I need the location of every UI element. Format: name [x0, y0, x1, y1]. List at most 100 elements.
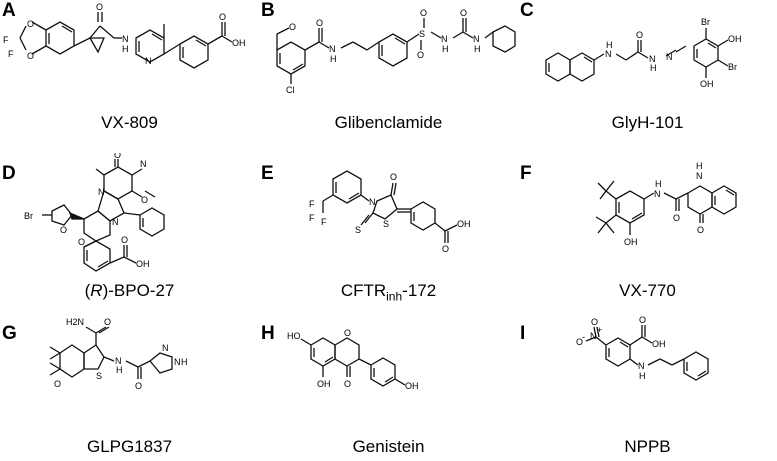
atom-label: O: [442, 244, 449, 254]
atom-label: H: [696, 161, 703, 171]
compound-name: CFTRinh-172: [259, 281, 518, 303]
atom-label: S: [96, 371, 102, 381]
name-prefix: (: [84, 281, 91, 300]
panel-letter: G: [2, 323, 17, 344]
atom-label: O: [420, 8, 427, 18]
atom-label: F: [309, 213, 315, 223]
atom-label: O: [135, 381, 142, 391]
atom-label: O: [316, 18, 323, 28]
atom-label: N: [115, 356, 122, 366]
atom-label: N: [98, 187, 105, 197]
panel-letter: E: [261, 163, 274, 184]
structure-nppb: O N + O - O OH N H: [576, 315, 709, 381]
structure-vx-809: O F F O O N H N O OH: [3, 2, 246, 69]
atom-label: S: [419, 29, 425, 39]
atom-label: H: [330, 54, 337, 64]
atom-label: N: [140, 159, 147, 169]
panel-f: F H N O N H O OH VX-770: [518, 153, 777, 306]
panel-c: C H N O N H N Br OH OH Br GlyH-101: [518, 0, 777, 153]
atom-label: H2N: [66, 317, 84, 327]
name-suffix: -172: [402, 281, 437, 300]
atom-label: O: [390, 172, 397, 182]
atom-label: F: [309, 199, 315, 209]
panel-i: I O N + O - O OH N H NPPB: [518, 307, 777, 460]
atom-label: HO: [287, 331, 301, 341]
atom-label: N: [329, 44, 336, 54]
atom-label: O: [104, 317, 111, 327]
atom-label: F: [321, 217, 327, 227]
atom-label: S: [383, 219, 389, 229]
atom-label: OH: [700, 79, 714, 89]
atom-label: O: [27, 51, 34, 61]
structure-bpo-27: O N N O Br O O N O OH: [24, 153, 165, 272]
name-subscript: inh: [386, 289, 403, 304]
atom-label: O: [344, 379, 351, 389]
atom-label: O: [460, 8, 467, 18]
panel-g: G H2N O O S N H O N N H GLPG1837: [0, 307, 259, 460]
atom-label: OH: [624, 237, 638, 247]
structure-glpg1837: H2N O O S N H O N N H: [49, 317, 188, 391]
atom-label: N: [654, 189, 661, 199]
atom-label: O: [54, 379, 61, 389]
atom-label: O: [60, 225, 67, 235]
structure-glibenclamide: O O N H Cl O O S N H O N H: [276, 8, 516, 95]
atom-label: -: [582, 332, 585, 342]
compound-name: GlyH-101: [611, 113, 684, 132]
panel-h: H HO O OH O OH Genistein: [259, 307, 518, 460]
atom-label: N: [441, 34, 448, 44]
atom-label: F: [3, 35, 9, 45]
atom-label: OH: [652, 339, 666, 349]
atom-label: N: [145, 56, 152, 66]
name-italic: R: [90, 281, 103, 300]
atom-label: H: [116, 365, 123, 375]
atom-label: F: [8, 49, 14, 59]
atom-label: Br: [728, 62, 737, 72]
panel-b: B O O N H Cl O O S N H O N H Glibenclami…: [259, 0, 518, 153]
atom-label: +: [597, 325, 602, 335]
panel-letter: D: [2, 163, 16, 184]
structure-cftrinh-172: F F F N O S S O OH: [309, 170, 471, 254]
atom-label: O: [289, 22, 296, 32]
compound-name: (R)-BPO-27: [0, 281, 259, 301]
compound-name: GLPG1837: [86, 437, 173, 456]
atom-label: H: [442, 44, 449, 54]
atom-label: N: [174, 357, 181, 367]
atom-label: H: [655, 179, 662, 189]
panel-letter: B: [261, 0, 275, 21]
atom-label: O: [114, 153, 121, 160]
atom-label: O: [27, 19, 34, 29]
atom-label: N: [649, 54, 656, 64]
compound-name: Glibenclamide: [334, 113, 443, 132]
atom-label: OH: [405, 381, 419, 391]
atom-label: O: [673, 213, 680, 223]
atom-label: O: [591, 317, 598, 327]
atom-label: OH: [728, 34, 742, 44]
panel-a: A O F F O O N H N O OH VX-809: [0, 0, 259, 153]
atom-label: N: [605, 49, 612, 59]
structure-glyh-101: H N O N H N Br OH OH Br: [545, 17, 742, 89]
compound-name: NPPB: [624, 437, 671, 456]
atom-label: OH: [232, 38, 246, 48]
atom-label: H: [181, 357, 188, 367]
atom-label: H: [650, 63, 657, 73]
atom-label: H: [474, 44, 481, 54]
atom-label: O: [96, 2, 103, 12]
atom-label: Br: [24, 211, 33, 221]
atom-label: O: [78, 237, 85, 247]
atom-label: N: [696, 171, 703, 181]
panel-d: D O N N O Br O O N O OH (R)-BPO-27: [0, 153, 259, 306]
atom-label: N: [162, 343, 169, 353]
atom-label: Cl: [286, 85, 295, 95]
atom-label: S: [355, 225, 361, 235]
atom-label: O: [121, 235, 128, 245]
atom-label: O: [417, 50, 424, 60]
name-main: CFTR: [340, 281, 387, 300]
compound-name: VX-809: [101, 113, 158, 132]
panel-e: E F F F N O S S O OH CFTRinh-172: [259, 153, 518, 306]
atom-label: N: [369, 197, 376, 207]
panel-letter: H: [261, 323, 275, 344]
compound-name: Genistein: [352, 437, 425, 456]
atom-label: OH: [136, 259, 150, 269]
compound-name: VX-770: [619, 281, 676, 300]
atom-label: N: [666, 52, 673, 62]
